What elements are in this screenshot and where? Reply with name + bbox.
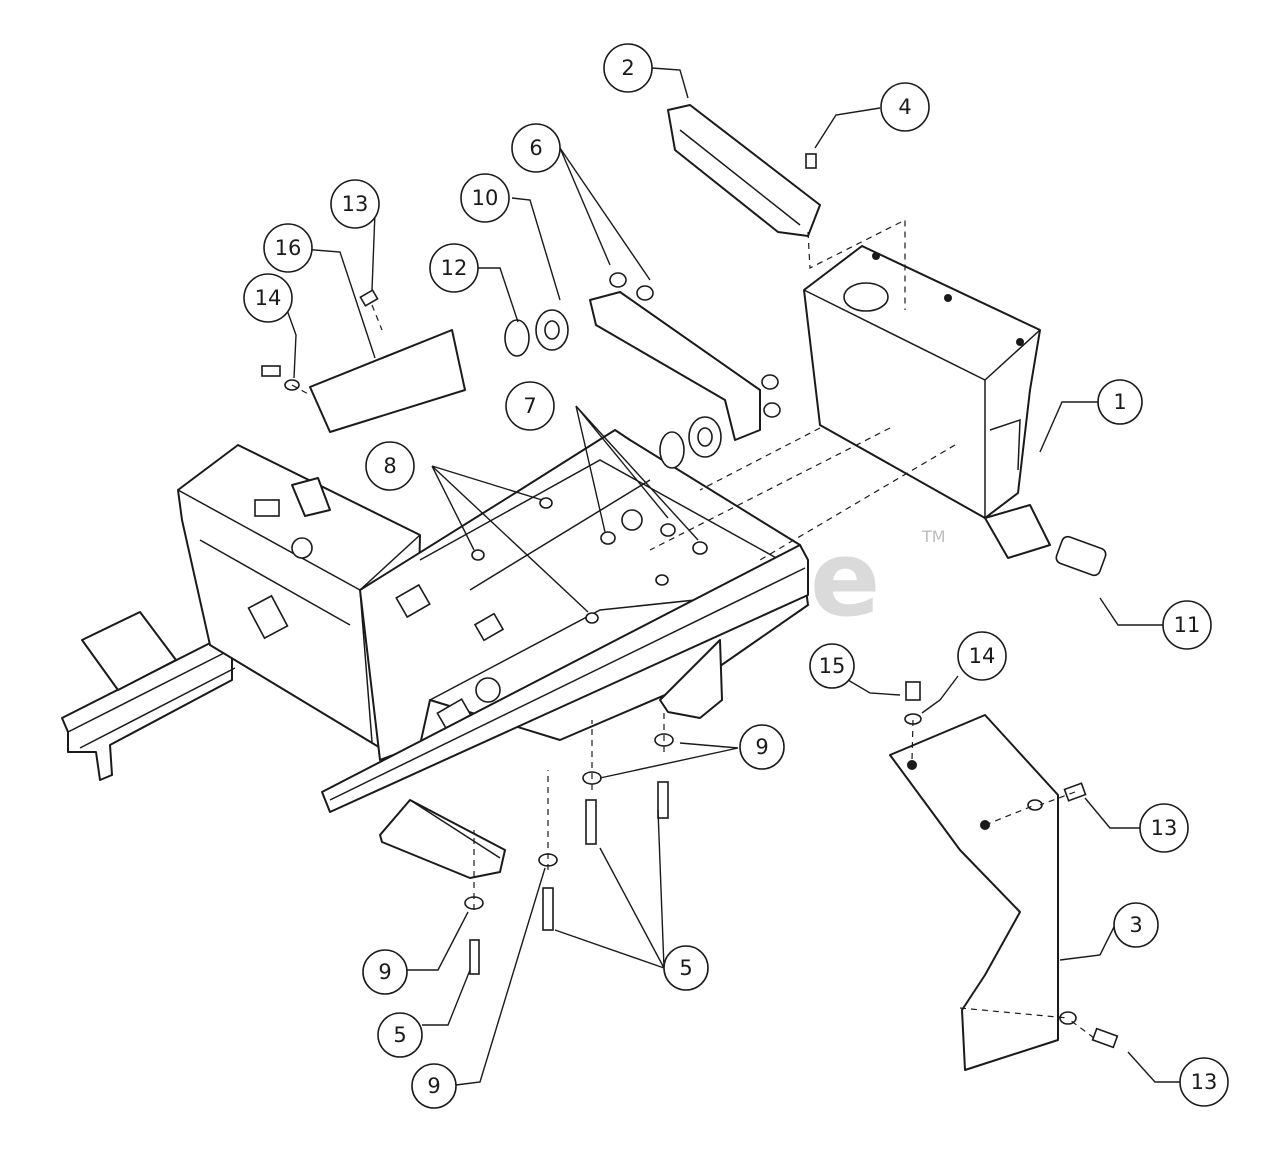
rear-crossmember [379,799,506,879]
svg-text:9: 9 [427,1074,440,1098]
svg-text:13: 13 [1151,816,1178,840]
screw-13a [359,289,379,307]
callout-5a: 5 [663,945,709,991]
callout-1: 1 [1097,379,1143,425]
callout-16: 16 [263,223,313,273]
plate-slot-c [473,612,505,642]
svg-text:9: 9 [378,960,391,984]
watermark-trademark: TM [921,527,946,546]
svg-text:1: 1 [1113,390,1126,414]
gasket-a [504,319,530,357]
svg-text:13: 13 [342,192,369,216]
callout-9a: 9 [739,724,785,770]
svg-text:14: 14 [255,286,282,310]
exhaust-pipe [504,291,761,469]
left-rail-extension [81,611,177,691]
svg-text:4: 4 [898,95,911,119]
svg-text:7: 7 [523,394,536,418]
install-lines [291,219,1095,1039]
callout-13c: 13 [1179,1057,1229,1107]
svg-text:11: 11 [1174,613,1201,637]
svg-text:9: 9 [755,735,768,759]
bulkhead-tab [291,477,331,517]
callout-9b: 9 [362,949,408,995]
callout-13a: 13 [330,179,380,229]
fuel-tank [803,245,1051,559]
svg-text:6: 6 [529,136,542,160]
svg-text:5: 5 [393,1023,406,1047]
side-panel [309,329,466,433]
plate-hole-b [621,509,643,531]
svg-text:3: 3 [1129,913,1142,937]
svg-text:5: 5 [679,956,692,980]
callout-5b: 5 [377,1012,423,1058]
bushing-11 [1055,535,1107,577]
frame-assembly [61,429,809,879]
plate-hole [475,677,501,703]
callout-8: 8 [365,441,415,491]
callout-3: 3 [1113,902,1159,948]
fuel-cap-opening [843,282,889,312]
tank-body [803,245,1041,519]
callout-14b: 14 [957,631,1007,681]
callout-12: 12 [429,243,479,293]
tank-outlet-tube [984,504,1051,559]
leader-lines [286,67,1180,1086]
bolt-5d [469,939,480,975]
seat-cover-part [667,104,821,237]
hardware [261,153,1119,1049]
callout-11: 11 [1162,600,1212,650]
svg-text:12: 12 [441,256,468,280]
bolt-5c [542,887,554,931]
callouts: 1 2 3 4 5 5 6 7 8 9 9 9 10 11 12 13 13 1… [243,43,1229,1109]
exhaust-tube [589,291,761,441]
callout-9c: 9 [411,1063,457,1109]
rail-bracket [659,639,723,719]
plate-slot-a [395,583,431,619]
callout-7: 7 [505,381,555,431]
svg-text:8: 8 [383,454,396,478]
bolt-5a [585,799,597,845]
callout-6: 6 [511,123,561,173]
screw-13c [1091,1027,1119,1049]
gasket-b [659,431,685,469]
callout-15: 15 [809,643,855,689]
callout-14a: 14 [243,273,293,323]
rear-shield [889,714,1059,1071]
callout-10: 10 [460,173,510,223]
screw-14a [261,365,281,377]
svg-text:15: 15 [819,654,846,678]
svg-text:16: 16 [275,236,302,260]
screw-4 [805,153,817,169]
bulkhead-bracket [247,594,289,640]
bulkhead-hole [291,537,313,559]
svg-text:10: 10 [472,186,499,210]
bulkhead-slot [254,499,280,517]
svg-text:2: 2 [621,56,634,80]
callout-4: 4 [880,82,930,132]
svg-text:14: 14 [969,644,996,668]
bolt-5b [657,781,669,819]
callout-13b: 13 [1139,803,1189,853]
callout-2: 2 [603,43,653,93]
bolt-15 [905,681,921,701]
svg-text:13: 13 [1191,1070,1218,1094]
